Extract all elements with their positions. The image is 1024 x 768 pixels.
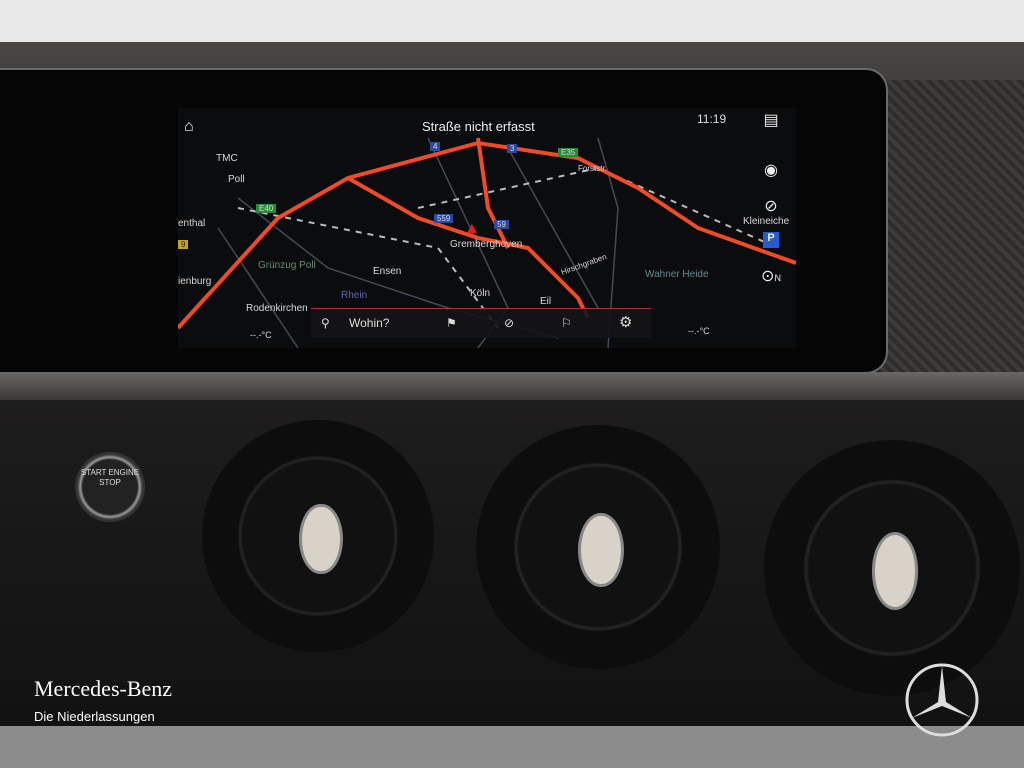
clock: 11:19	[697, 112, 727, 126]
footer-band	[0, 726, 1024, 768]
message-icon[interactable]: ▤	[763, 112, 779, 129]
brand-name: Mercedes-Benz	[34, 676, 173, 701]
road-shield: E35	[558, 148, 579, 157]
start-stop-button[interactable]: START ENGINE STOP	[75, 452, 145, 522]
north-up-icon[interactable]: ⊙N	[761, 268, 781, 285]
place-label: ienburg	[178, 276, 212, 287]
metal-trim	[0, 372, 1024, 400]
search-button[interactable]: Wohin?	[349, 316, 390, 330]
poi-filter-icon[interactable]: ⚑	[446, 316, 457, 330]
place-label: Ensen	[373, 266, 402, 277]
home-icon[interactable]: ⌂	[184, 118, 194, 135]
compass-icon[interactable]: ⊘	[764, 198, 778, 215]
mercedes-star-logo	[905, 663, 979, 737]
route-icon[interactable]: ⚐	[561, 316, 572, 330]
place-label: Eil	[540, 296, 552, 307]
temperature-right: --.-°C	[688, 326, 710, 336]
place-label: Köln	[470, 288, 491, 299]
place-label: Gremberghoven	[450, 239, 523, 250]
place-label: Kleineiche	[743, 216, 790, 227]
mute-guidance-icon[interactable]: ⊘	[504, 316, 515, 330]
place-label: Poll	[228, 174, 245, 185]
air-vent-left[interactable]	[202, 420, 434, 652]
parking-icon[interactable]: P	[763, 232, 779, 248]
search-icon[interactable]: ⚲	[321, 316, 330, 330]
map-roads	[178, 137, 796, 348]
place-label: Grünzug Poll	[258, 260, 316, 271]
air-vent-center[interactable]	[476, 425, 720, 669]
road-shield: 59	[494, 220, 509, 229]
brand-subtitle: Die Niederlassungen	[34, 709, 155, 724]
road-shield: E40	[256, 204, 277, 213]
north-label: N	[774, 273, 781, 283]
place-label: Rhein	[341, 290, 368, 301]
nav-bottom-bar: ⚲ Wohin? ⚑ ⊘ ⚐ ⚙	[311, 308, 651, 338]
place-label: Wahner Heide	[645, 269, 709, 280]
air-vent-right[interactable]	[764, 440, 1020, 696]
place-label: Rodenkirchen	[246, 303, 308, 314]
road-shield: 3	[507, 144, 518, 153]
temperature-left: --.-°C	[250, 330, 272, 340]
road-shield: 4	[430, 142, 441, 151]
leather-trim	[880, 80, 1024, 380]
navigation-map[interactable]: ⌂ Straße nicht erfasst 11:19 TMC Poll en…	[178, 108, 796, 348]
vehicle-position-icon: ▲	[464, 220, 480, 237]
road-shield: 9	[178, 240, 189, 249]
road-shield: 559	[434, 214, 454, 223]
place-label: enthal	[178, 218, 206, 229]
settings-icon[interactable]: ⚙	[619, 314, 633, 331]
street-label: Forststr.	[578, 164, 607, 173]
place-label: TMC	[216, 153, 238, 164]
street-status: Straße nicht erfasst	[422, 119, 535, 134]
restaurant-icon[interactable]: ◉	[764, 162, 778, 179]
